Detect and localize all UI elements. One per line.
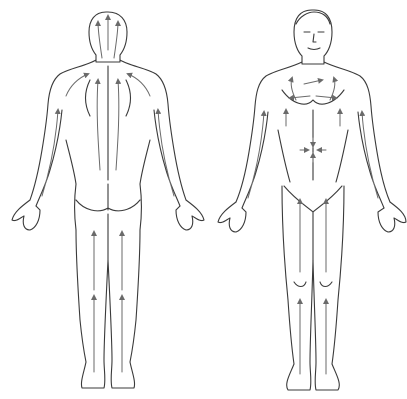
front-arm-right-inner	[358, 112, 384, 208]
front-arrow-chest-left-up	[291, 78, 296, 100]
front-chest	[282, 90, 344, 104]
front-arrow-arm-right	[362, 112, 378, 198]
back-scapula-left	[86, 80, 91, 116]
back-waist-right	[140, 140, 150, 230]
back-arrow-arm-left	[42, 110, 58, 196]
back-figure-outline	[12, 12, 204, 388]
back-hand-left	[12, 200, 40, 230]
back-torso-left	[30, 60, 96, 200]
front-face	[304, 32, 324, 50]
front-arrow-upper-chest-left	[304, 80, 322, 84]
front-figure-outline	[218, 10, 406, 390]
back-arrow-neck-right	[114, 22, 118, 58]
front-view-figure	[218, 10, 406, 390]
back-torso-right	[120, 60, 186, 200]
back-arrow-spine-left	[97, 80, 100, 170]
front-arrow-chest-right-up	[330, 78, 335, 100]
front-hand-right	[378, 202, 406, 232]
front-torso-left	[236, 62, 302, 202]
back-arm-right-inner	[154, 110, 180, 206]
front-knee-left	[294, 282, 306, 287]
back-arrow-neck-left	[98, 22, 102, 58]
back-buttocks	[76, 184, 140, 211]
front-arm-left-inner	[242, 112, 268, 208]
back-arm-left-inner	[36, 110, 62, 206]
back-leg-right	[108, 230, 140, 388]
front-arrow-arm-left	[248, 112, 264, 198]
front-leg-left	[282, 186, 313, 390]
front-torso-right	[324, 62, 390, 202]
front-arrow-chest-center-right	[316, 96, 336, 98]
front-leg-right	[313, 186, 344, 390]
front-hand-left	[218, 202, 246, 232]
back-waist	[66, 140, 76, 230]
back-arrow-arm-right	[158, 110, 174, 196]
back-leg-left	[76, 214, 108, 388]
back-hand-right	[176, 200, 204, 230]
back-view-figure	[12, 12, 204, 388]
back-scapula-right	[126, 80, 131, 116]
front-pelvis	[284, 186, 342, 212]
back-arrow-shoulder-right	[128, 74, 150, 96]
back-arrow-spine-right	[116, 80, 119, 170]
front-knee-right	[320, 282, 332, 287]
front-arrow-chest-center-left	[290, 96, 310, 98]
back-arrow-shoulder-left	[66, 74, 88, 96]
